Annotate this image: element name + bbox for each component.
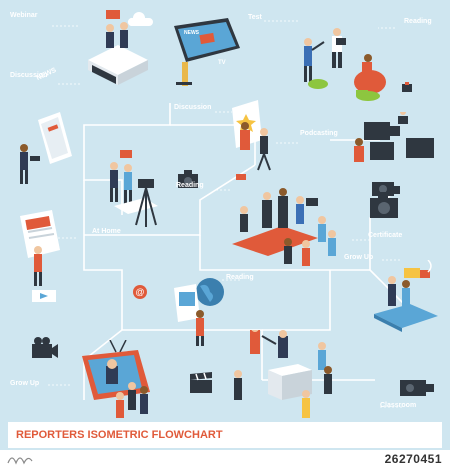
- tv-broadcast-illustration: [174, 18, 240, 86]
- label-discussion-left: Discussion: [10, 72, 48, 79]
- signature-logo: [7, 457, 33, 465]
- label-webinar: Webinar: [10, 12, 38, 19]
- tripod-camera-illustration: [135, 179, 157, 227]
- email-icon: @: [133, 285, 147, 299]
- red-carpet-illustration: [232, 174, 336, 266]
- footer-title: REPORTERS ISOMETRIC FLOWCHART: [16, 429, 223, 441]
- watermark-id: 26270451: [384, 452, 442, 466]
- label-grow-up-left: Grow Up: [10, 380, 40, 387]
- grow-up-tv-illustration: [82, 340, 150, 418]
- watermark-strip: 26270451: [0, 450, 450, 469]
- reading-beanbag-illustration: [354, 54, 412, 101]
- camera-icon: [178, 170, 198, 188]
- label-at-home: At Home: [92, 228, 121, 235]
- label-grow-up-right: Grow Up: [344, 254, 374, 261]
- webinar-news-desk-illustration: [88, 10, 153, 85]
- label-podcasting: Podcasting: [300, 130, 338, 137]
- label-reading-top: Reading: [404, 18, 432, 25]
- label-reading-mid: Reading: [176, 182, 204, 189]
- clapperboard-icon: [190, 372, 212, 393]
- label-reading-bottom: Reading: [226, 274, 254, 281]
- label-discussion-mid: Discussion: [174, 104, 212, 111]
- video-camera-icon: [32, 337, 58, 358]
- discussion-stage-illustration: [232, 100, 271, 171]
- photo-camera-icon: [370, 192, 398, 218]
- discussion-tablet-illustration: [20, 112, 72, 184]
- reading-globe-illustration: [174, 278, 224, 346]
- tv-sign: TV: [218, 60, 226, 66]
- tv-top-sign: NEWS: [184, 30, 199, 36]
- svg-text:@: @: [135, 287, 144, 297]
- classroom-press-illustration: [234, 330, 332, 418]
- label-test: Test: [248, 14, 262, 21]
- label-classroom: Classroom: [380, 402, 417, 409]
- grow-up-tablet-illustration: [374, 260, 438, 332]
- footer-banner: REPORTERS ISOMETRIC FLOWCHART: [8, 422, 442, 448]
- podcasting-illustration: [354, 112, 434, 196]
- label-certificate: Certificate: [368, 232, 403, 239]
- camcorder-icon: [400, 380, 434, 396]
- test-reporter-illustration: [304, 28, 346, 89]
- at-home-tablet-illustration: [20, 210, 60, 302]
